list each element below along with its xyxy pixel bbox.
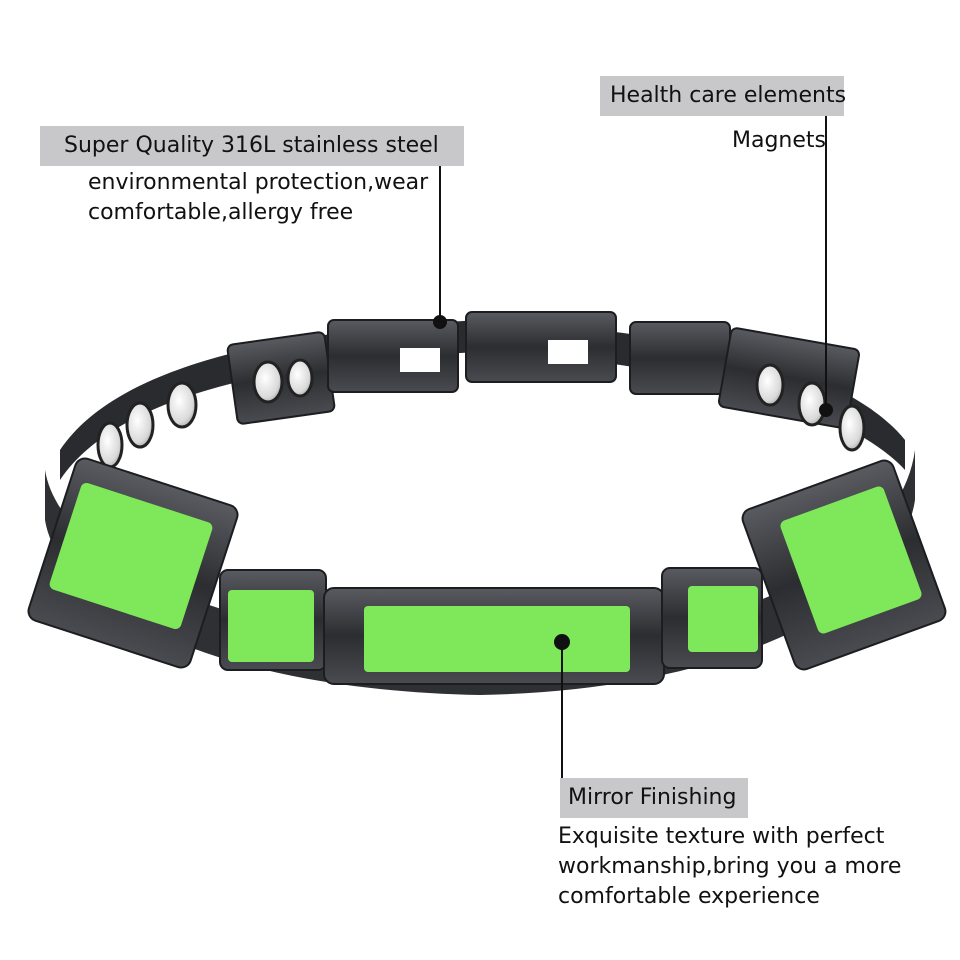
health-callout-description: Magnets xyxy=(732,128,826,153)
steel-callout-title: Super Quality 316L stainless steel xyxy=(40,126,464,166)
green-inlays xyxy=(49,482,922,672)
steel-desc-line-2: comfortable,allergy free xyxy=(88,200,354,225)
back-links xyxy=(226,311,861,429)
mirror-desc-line-1: Exquisite texture with perfect xyxy=(558,824,885,849)
mirror-callout-description: Exquisite texture with perfect workmansh… xyxy=(558,822,938,912)
steel-desc-line-1: environmental protection,wear xyxy=(88,170,429,195)
callout-lines xyxy=(433,114,833,778)
mirror-callout-title: Mirror Finishing xyxy=(560,778,748,818)
mirror-desc-line-2: workmanship,bring you a more xyxy=(558,854,902,879)
mirror-desc-line-3: comfortable experience xyxy=(558,884,820,909)
clasp-openings xyxy=(400,340,588,372)
health-callout-title: Health care elements xyxy=(600,76,846,116)
steel-callout-description: environmental protection,wear comfortabl… xyxy=(88,168,468,228)
